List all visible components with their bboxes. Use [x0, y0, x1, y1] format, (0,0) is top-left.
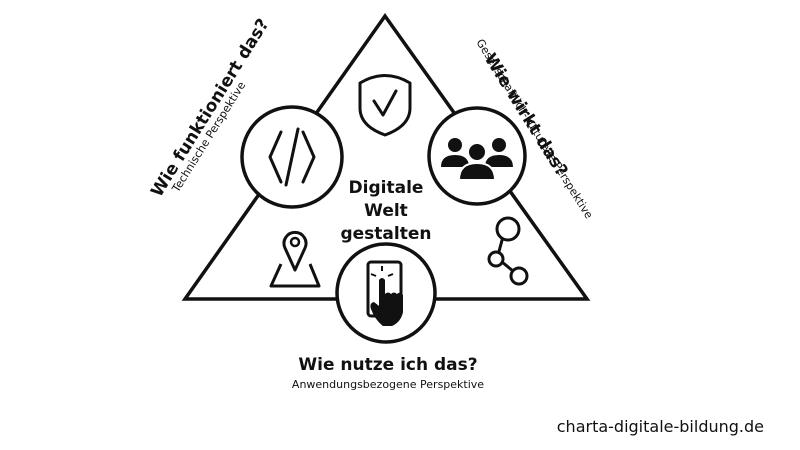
- center-line-1: Digitale: [349, 178, 424, 198]
- application-subtitle: Anwendungsbezogene Perspektive: [292, 378, 484, 391]
- shield-check-icon: [358, 74, 412, 137]
- touch-screen-icon: [335, 242, 437, 344]
- code-brackets-icon: [240, 105, 344, 209]
- source-link[interactable]: charta-digitale-bildung.de: [557, 417, 764, 436]
- map-pin-icon: [269, 230, 321, 288]
- center-line-2: Welt: [364, 201, 408, 221]
- network-nodes-icon: [487, 216, 529, 286]
- group-people-icon: [427, 106, 527, 206]
- application-heading: Wie nutze ich das?: [298, 355, 477, 375]
- center-line-3: gestalten: [340, 224, 431, 244]
